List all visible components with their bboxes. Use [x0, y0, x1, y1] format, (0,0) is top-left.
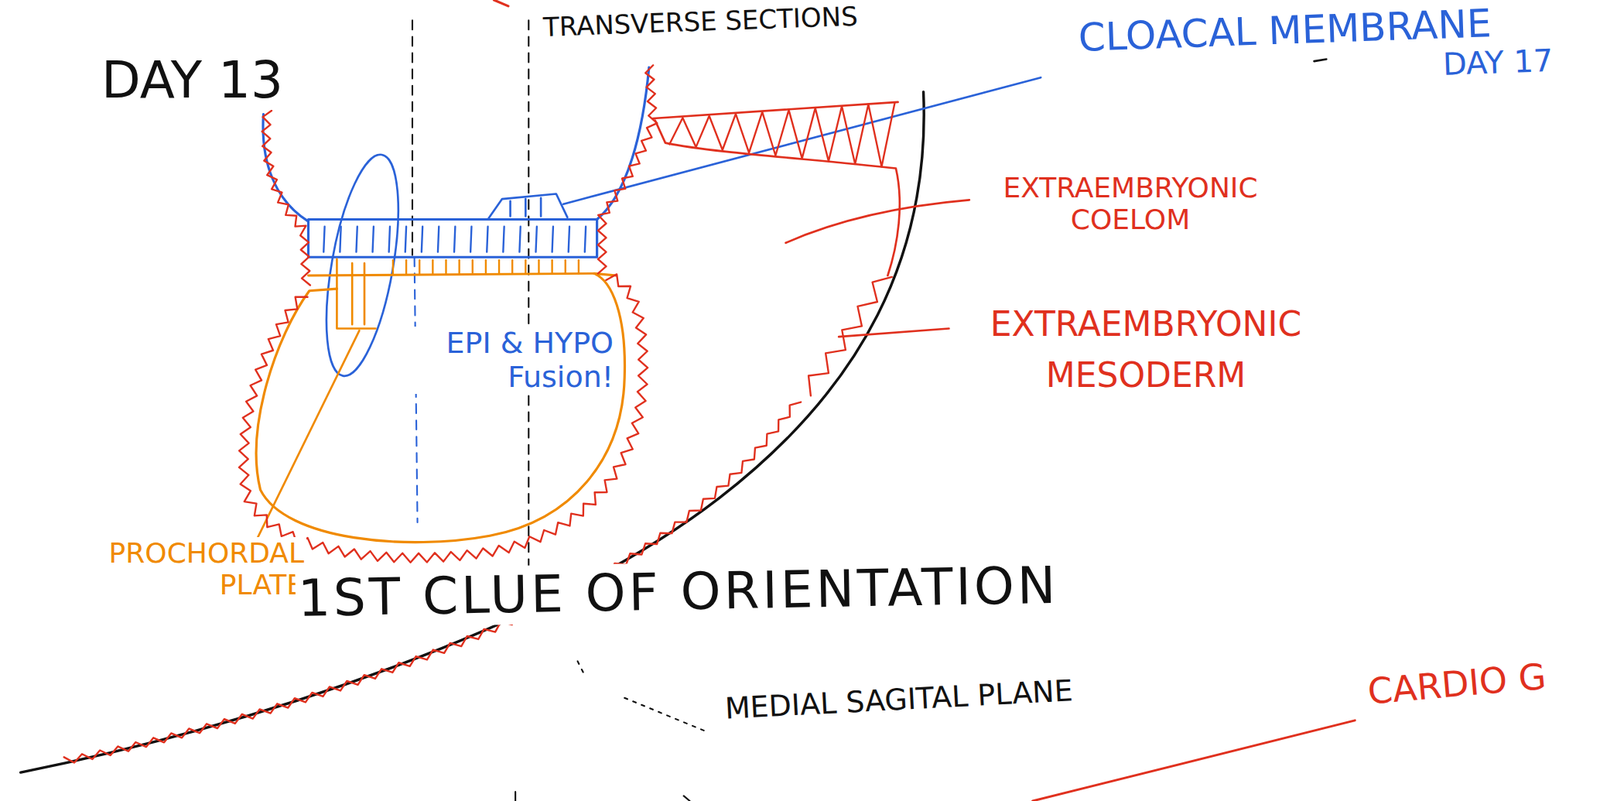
day-heading: DAY 13 [99, 51, 286, 110]
cell-tick [568, 226, 570, 253]
cell-tick [355, 226, 357, 253]
tick-mark [1314, 58, 1327, 62]
highlight-ellipse [312, 149, 412, 381]
cell-tick [537, 259, 540, 274]
cell-tick [444, 259, 447, 274]
cell-tick [470, 226, 472, 253]
tick-mark [493, 0, 508, 7]
cell-tick [339, 226, 341, 253]
cell-tick [498, 259, 500, 274]
cell-tick [511, 259, 513, 274]
cell-tick [323, 226, 325, 253]
cell-tick [502, 226, 504, 253]
structure-label: PROCHORDAL PLATE [77, 536, 307, 602]
day-label: DAY 17 [1439, 42, 1556, 83]
cell-tick [584, 226, 586, 253]
cell-tick [550, 259, 553, 274]
extraembryonic-mesoderm [239, 273, 648, 562]
cell-tick [405, 259, 407, 274]
cloacal-membrane [488, 194, 568, 220]
cell-tick [486, 226, 488, 253]
cell-tick [392, 259, 394, 274]
extraembryonic-mesoderm [598, 64, 657, 274]
cell-tick [536, 226, 537, 253]
cell-tick [524, 259, 527, 274]
note-label: EPI & HYPO Fusion! [402, 326, 616, 394]
leader-line [786, 199, 970, 243]
cell-tick [485, 259, 487, 274]
cell-tick [564, 259, 567, 274]
leader-line [577, 660, 705, 731]
cell-tick [389, 226, 390, 253]
stalk-mesoderm [669, 102, 895, 167]
leader-line [563, 77, 1041, 204]
section-label: TRANSVERSE SECTIONS [540, 1, 861, 43]
leader-line [245, 330, 360, 564]
structure-label: EXTRAEMBRYONIC COELOM [973, 171, 1288, 236]
stalk-outline [652, 102, 900, 276]
amnion [597, 67, 650, 219]
cell-tick [454, 226, 455, 253]
yolk-sac [256, 273, 625, 542]
section-plane [527, 20, 530, 580]
extraembryonic-mesoderm [262, 110, 311, 285]
epiblast [307, 218, 597, 257]
cell-tick [458, 259, 460, 274]
cell-tick [418, 259, 421, 274]
tick-mark [515, 791, 690, 801]
cell-tick [471, 259, 474, 274]
extraembryonic-mesoderm [808, 276, 893, 397]
cell-tick [552, 226, 554, 253]
cell-tick [421, 226, 423, 253]
plane-label: MEDIAL SAGITAL PLANE [721, 673, 1077, 727]
cell-tick [437, 226, 439, 253]
orientation-note: 1ST CLUE OF ORIENTATION [294, 556, 1061, 629]
structure-label: CARDIO G [1364, 655, 1551, 712]
cell-tick [519, 226, 520, 253]
cell-tick [405, 226, 407, 253]
leader-line [838, 328, 949, 338]
amnion [263, 114, 309, 222]
leader-line [1032, 720, 1356, 801]
structure-label: EXTRAEMBRYONIC MESODERM [957, 298, 1334, 401]
cell-tick [577, 259, 580, 274]
chorion-line [20, 92, 925, 773]
structure-label: CLOACAL MEMBRANE [1075, 1, 1495, 61]
cell-tick [431, 259, 434, 274]
prochordal-plate [336, 259, 376, 329]
cell-tick [372, 226, 374, 253]
